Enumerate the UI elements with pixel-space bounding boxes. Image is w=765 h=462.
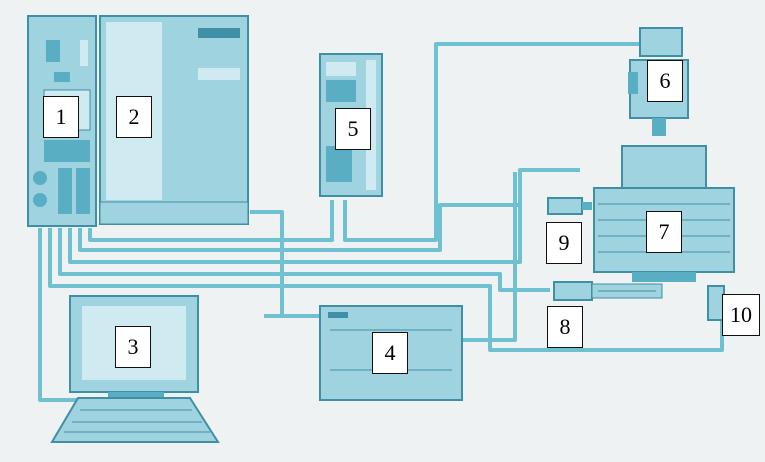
cable-drive-to-servo	[343, 42, 640, 242]
linear-sensor	[553, 281, 663, 301]
label-1: 1	[43, 96, 79, 138]
cable-controller-to-drive	[88, 200, 334, 242]
cable-controller-to-pc	[38, 228, 78, 402]
cable-io-to-motor	[462, 172, 517, 342]
operator-pc	[50, 295, 220, 443]
label-10: 10	[722, 294, 760, 336]
cables	[38, 42, 724, 402]
label-3: 3	[115, 326, 151, 368]
encoder	[547, 197, 592, 215]
cable-controller-to-motor	[68, 168, 580, 264]
cable-controller-to-encoder	[78, 203, 520, 252]
label-5: 5	[335, 108, 371, 150]
label-2: 2	[116, 96, 152, 138]
cable-controller-to-terminal	[48, 228, 724, 352]
label-9: 9	[546, 222, 582, 264]
label-8: 8	[547, 306, 583, 348]
label-7: 7	[646, 211, 682, 253]
label-6: 6	[647, 60, 683, 102]
label-4: 4	[372, 332, 408, 374]
